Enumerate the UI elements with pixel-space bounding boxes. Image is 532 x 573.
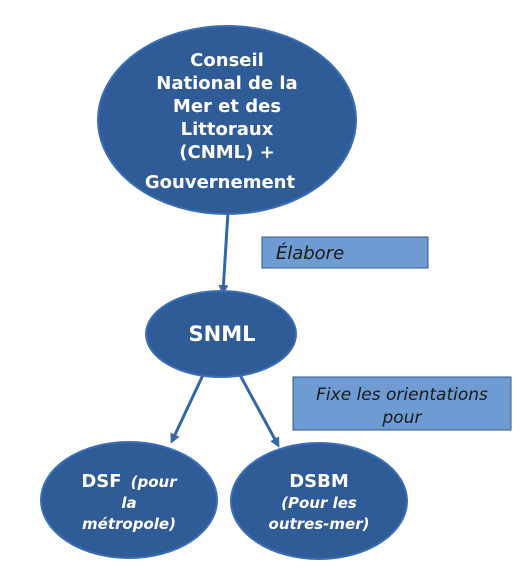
arrow-cnml-to-snml [218,211,230,295]
node-cnml-line-1: Conseil [190,50,264,71]
edge-label-fixe: Fixe les orientations pour [292,376,512,431]
node-cnml-line-5: (CNML) + [179,142,274,163]
node-cnml-line-3: Mer et des [173,96,281,117]
node-cnml-line-6: Gouvernement [145,172,296,193]
edge-label-fixe-line1: Fixe les orientations [316,385,488,405]
node-snml-label: SNML [189,322,256,346]
node-dsbm: DSBM (Pour les outres-mer) [230,442,408,560]
node-dsf-title: DSF [81,471,121,492]
edge-label-elabore-text: Élabore [276,242,344,264]
node-dsbm-sub2: outres-mer) [269,515,370,533]
node-cnml-line-2: National de la [156,73,297,94]
node-dsf: DSF (pour la métropole) [40,441,218,559]
edge-label-fixe-line2: pour [382,408,423,428]
edge-label-elabore: Élabore [261,236,429,269]
node-dsf-sub2: la [121,494,136,512]
node-dsf-line-1: DSF (pour [81,471,178,492]
node-cnml: Conseil National de la Mer et des Littor… [97,25,357,215]
arrow-snml-to-dsbm [238,374,280,448]
node-dsbm-title: DSBM [289,471,349,492]
node-cnml-line-4: Littoraux [181,119,274,140]
node-dsf-sub1: (pour [131,473,179,491]
node-dsbm-sub1: (Pour les [281,494,357,512]
node-dsf-sub3: métropole) [82,515,176,533]
node-snml: SNML [145,290,297,378]
arrow-snml-to-dsf [170,374,205,444]
